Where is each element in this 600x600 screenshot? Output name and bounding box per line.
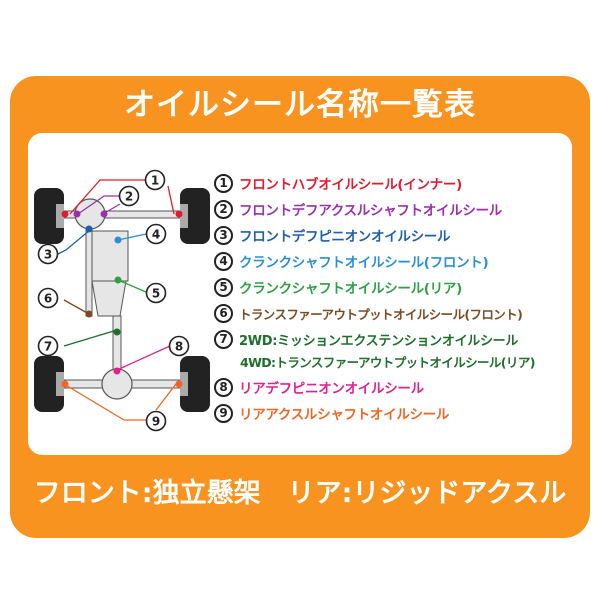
legend-label-1: フロントハブオイルシール(インナー) bbox=[239, 177, 462, 193]
callout-3-number: 3 bbox=[44, 248, 52, 262]
seal-marker-8 bbox=[113, 367, 121, 375]
legend-sublabel-7: 4WD:トランスファーアウトプットオイルシール(リア) bbox=[240, 354, 535, 370]
seal-marker-9-right bbox=[175, 380, 183, 388]
leader-3 bbox=[57, 229, 91, 255]
front-propeller-shaft bbox=[85, 227, 93, 317]
rim-rear-right bbox=[180, 372, 188, 396]
seal-marker-4 bbox=[114, 236, 122, 244]
leader-2 bbox=[77, 195, 120, 215]
legend-item-4: 4 クランクシャフトオイルシール(フロント) bbox=[214, 248, 566, 274]
leader-7 bbox=[63, 329, 118, 347]
seal-marker-2-right bbox=[100, 210, 108, 218]
leader-9b bbox=[155, 383, 177, 411]
callout-9 bbox=[145, 410, 167, 432]
legend-item-6: 6 トランスファーアウトプットオイルシール(フロント) bbox=[214, 300, 566, 326]
seal-marker-1-left bbox=[61, 210, 69, 218]
legend-number-4: 4 bbox=[214, 251, 233, 271]
callout-7-number: 7 bbox=[44, 340, 52, 354]
callout-4 bbox=[145, 223, 167, 245]
legend-label-4: クランクシャフトオイルシール(フロント) bbox=[239, 255, 489, 271]
leader-8 bbox=[116, 345, 171, 371]
legend-number-9: 9 bbox=[214, 403, 233, 423]
legend-label-3: フロントデフピニオンオイルシール bbox=[239, 229, 451, 245]
legend-item-7-sub: 4WD:トランスファーアウトプットオイルシール(リア) bbox=[214, 348, 566, 374]
legend-label-9: リアアクスルシャフトオイルシール bbox=[239, 407, 450, 423]
callout-1-number: 1 bbox=[151, 174, 159, 188]
callout-8-number: 8 bbox=[175, 340, 183, 354]
rim-rear-left bbox=[56, 372, 64, 396]
leader-1 bbox=[69, 179, 146, 215]
suspension-footer: フロント:独立懸架 リア:リジッドアクスル bbox=[33, 478, 567, 509]
callout-1 bbox=[144, 169, 166, 191]
legend-item-9: 9 リアアクスルシャフトオイルシール bbox=[214, 400, 566, 426]
callout-2-number: 2 bbox=[125, 190, 133, 204]
legend-number-6: 6 bbox=[214, 303, 233, 323]
seal-marker-6 bbox=[85, 310, 93, 318]
seal-marker-2-left bbox=[73, 210, 81, 218]
seal-marker-9-left bbox=[61, 380, 69, 388]
seal-marker-7 bbox=[113, 328, 121, 336]
legend-number-8: 8 bbox=[214, 377, 233, 397]
seal-legend: 1 フロントハブオイルシール(インナー) 2 フロントデフアクスルシャフトオイル… bbox=[214, 170, 566, 426]
seal-marker-3 bbox=[85, 225, 93, 233]
callout-5 bbox=[145, 282, 167, 304]
rim-front-right bbox=[180, 204, 188, 228]
rim-front-left bbox=[56, 204, 64, 228]
tire-rear-right bbox=[180, 356, 210, 412]
legend-number-2: 2 bbox=[214, 199, 233, 219]
legend-item-3: 3 フロントデフピニオンオイルシール bbox=[214, 222, 566, 248]
legend-label-2: フロントデフアクスルシャフトオイルシール bbox=[239, 203, 502, 219]
page-title: オイルシール名称一覧表 bbox=[124, 87, 476, 123]
leader-1b bbox=[167, 185, 175, 215]
tire-front-right bbox=[180, 188, 210, 244]
seal-marker-5 bbox=[114, 276, 122, 284]
legend-item-1: 1 フロントハブオイルシール(インナー) bbox=[214, 170, 566, 196]
leader-4 bbox=[117, 233, 147, 241]
callout-2 bbox=[118, 185, 140, 207]
legend-number-5: 5 bbox=[214, 277, 233, 297]
legend-number-3: 3 bbox=[214, 225, 233, 245]
legend-item-5: 5 クランクシャフトオイルシール(リア) bbox=[214, 274, 566, 300]
legend-label-5: クランクシャフトオイルシール(リア) bbox=[239, 281, 462, 297]
callout-5-number: 5 bbox=[152, 287, 160, 301]
callout-6-number: 6 bbox=[44, 292, 52, 306]
legend-label-6: トランスファーアウトプットオイルシール(フロント) bbox=[239, 306, 523, 322]
legend-label-8: リアデフピニオンオイルシール bbox=[239, 381, 424, 397]
callout-3 bbox=[37, 243, 59, 265]
legend-item-2: 2 フロントデフアクスルシャフトオイルシール bbox=[214, 196, 566, 222]
legend-item-8: 8 リアデフピニオンオイルシール bbox=[214, 374, 566, 400]
legend-item-7: 7 2WD:ミッションエクステンションオイルシール bbox=[214, 326, 566, 352]
callout-4-number: 4 bbox=[152, 228, 160, 242]
seal-marker-1-right bbox=[175, 210, 183, 218]
tire-front-left bbox=[34, 188, 64, 244]
callout-8 bbox=[168, 335, 190, 357]
leader-5 bbox=[117, 279, 147, 293]
legend-number-7: 7 bbox=[214, 329, 233, 349]
transmission bbox=[91, 280, 127, 317]
leader-6 bbox=[63, 299, 90, 315]
legend-number-1: 1 bbox=[214, 173, 233, 193]
legend-label-7: 2WD:ミッションエクステンションオイルシール bbox=[239, 333, 519, 349]
callout-7 bbox=[37, 335, 59, 357]
callout-9-number: 9 bbox=[152, 415, 160, 429]
leader-9 bbox=[63, 383, 146, 421]
tire-rear-left bbox=[34, 356, 64, 412]
callout-6 bbox=[37, 287, 59, 309]
